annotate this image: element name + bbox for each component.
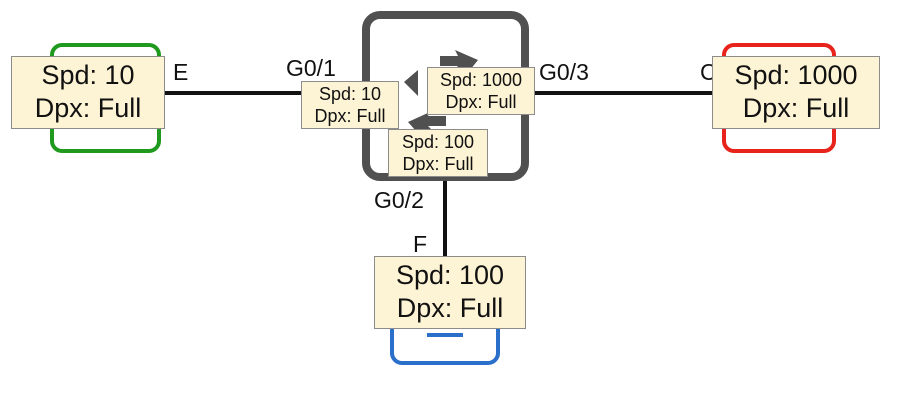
bottom-pc-label: Spd: 100 Dpx: Full — [374, 256, 526, 329]
bottom-pc-interface: F — [413, 231, 428, 257]
bottom-pc-speed: Spd: 100 — [395, 260, 505, 290]
left-pc-speed: Spd: 10 — [41, 60, 135, 90]
left-pc-label: Spd: 10 Dpx: Full — [11, 56, 165, 129]
port-label-g0-2: Spd: 100 Dpx: Full — [388, 129, 488, 177]
port-name-g0-3: G0/3 — [539, 59, 589, 85]
port-g0-1-speed: Spd: 10 — [318, 84, 382, 104]
port-g0-3-speed: Spd: 1000 — [439, 70, 523, 90]
port-g0-2-duplex: Dpx: Full — [402, 154, 474, 174]
port-name-g0-1: G0/1 — [286, 55, 336, 81]
bottom-pc-duplex: Dpx: Full — [396, 293, 504, 323]
port-g0-1-duplex: Dpx: Full — [314, 106, 386, 126]
right-pc-speed: Spd: 1000 — [734, 60, 858, 90]
right-pc-duplex: Dpx: Full — [742, 93, 850, 123]
left-pc-interface: E — [173, 59, 189, 85]
port-g0-2-speed: Spd: 100 — [401, 132, 475, 152]
port-g0-3-duplex: Dpx: Full — [445, 92, 517, 112]
right-pc-label: Spd: 1000 Dpx: Full — [712, 56, 880, 129]
port-label-g0-1: Spd: 10 Dpx: Full — [301, 81, 399, 129]
port-label-g0-3: Spd: 1000 Dpx: Full — [427, 67, 535, 115]
port-name-g0-2: G0/2 — [374, 187, 424, 213]
left-pc-duplex: Dpx: Full — [34, 93, 142, 123]
